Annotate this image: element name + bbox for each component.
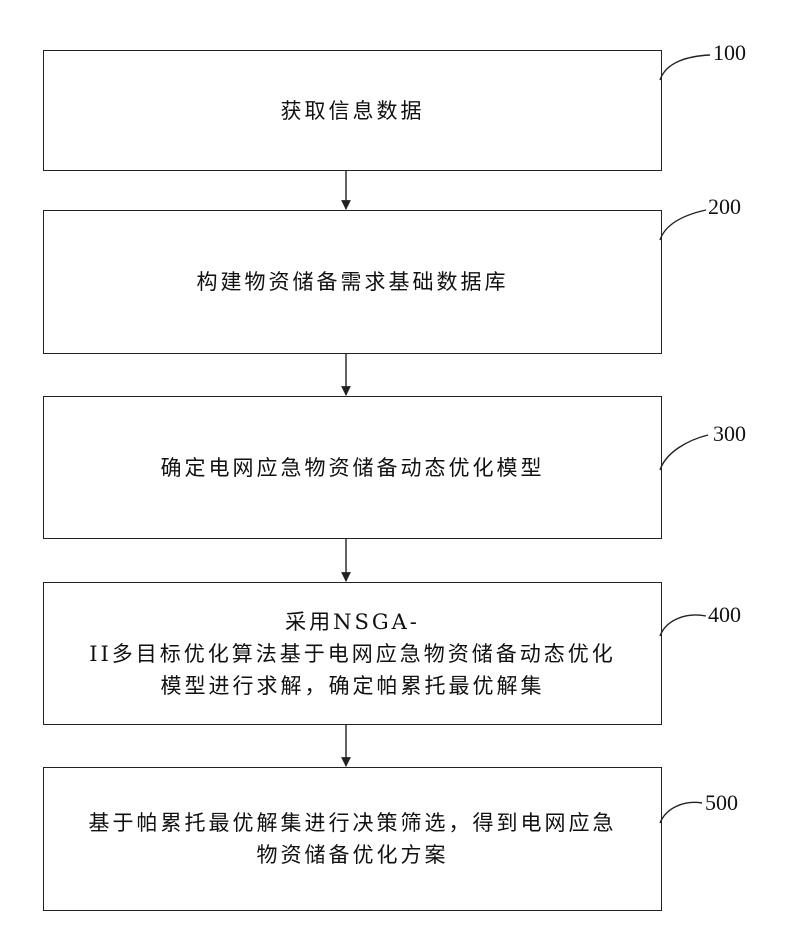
step-200-number: 200 <box>708 194 741 220</box>
leader-curve-100 <box>660 55 710 80</box>
step-400-text-line-1: 采用NSGA- <box>89 606 616 638</box>
leader-curve-200 <box>660 210 706 240</box>
step-100-text: 获取信息数据 <box>275 95 431 127</box>
step-500-text-line-1: 基于帕累托最优解集进行决策筛选，得到电网应急 <box>89 807 617 839</box>
step-200-text: 构建物资储备需求基础数据库 <box>191 266 515 298</box>
step-200-box: 构建物资储备需求基础数据库 <box>43 210 662 354</box>
step-300-text: 确定电网应急物资储备动态优化模型 <box>155 452 551 484</box>
step-300-number: 300 <box>713 421 746 447</box>
leader-curve-500 <box>660 802 702 823</box>
step-400-box: 采用NSGA- II多目标优化算法基于电网应急物资储备动态优化 模型进行求解，确… <box>43 582 662 725</box>
step-400-text-line-3: 模型进行求解，确定帕累托最优解集 <box>89 670 616 702</box>
step-500-text-line-2: 物资储备优化方案 <box>89 839 617 871</box>
step-300-box: 确定电网应急物资储备动态优化模型 <box>43 396 662 539</box>
step-100-number: 100 <box>713 40 746 66</box>
step-500-text: 基于帕累托最优解集进行决策筛选，得到电网应急 物资储备优化方案 <box>83 807 623 871</box>
leader-curve-400 <box>660 615 706 636</box>
step-500-number: 500 <box>705 790 738 816</box>
step-400-text-line-2: II多目标优化算法基于电网应急物资储备动态优化 <box>89 638 616 670</box>
leader-curve-300 <box>660 435 708 470</box>
step-400-text: 采用NSGA- II多目标优化算法基于电网应急物资储备动态优化 模型进行求解，确… <box>83 606 622 702</box>
step-400-number: 400 <box>708 602 741 628</box>
step-500-box: 基于帕累托最优解集进行决策筛选，得到电网应急 物资储备优化方案 <box>43 767 662 911</box>
step-100-box: 获取信息数据 <box>43 50 662 171</box>
